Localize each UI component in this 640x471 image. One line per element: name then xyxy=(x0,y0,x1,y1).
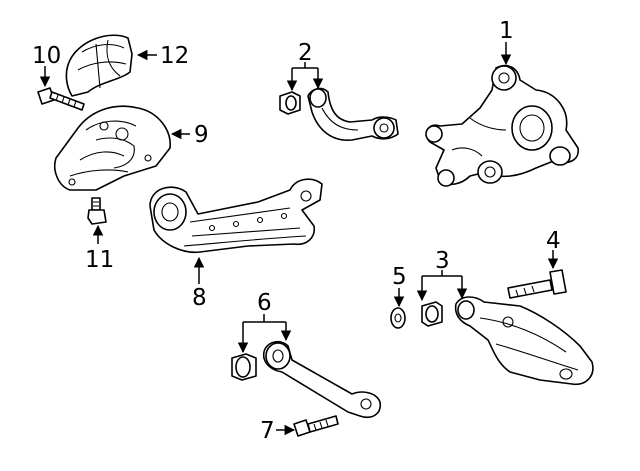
part-9-mount xyxy=(54,105,171,191)
part-7-bolt xyxy=(293,415,339,437)
callout-11: 11 xyxy=(85,247,114,273)
part-10-bolt xyxy=(37,87,85,111)
part-3-lower-arm xyxy=(421,296,594,386)
callout-10: 10 xyxy=(32,43,61,69)
callout-5: 5 xyxy=(392,264,407,290)
leader-lines xyxy=(39,42,559,436)
callout-6: 6 xyxy=(257,290,272,316)
callout-2: 2 xyxy=(298,40,313,66)
part-1-knuckle xyxy=(425,64,579,187)
callout-3: 3 xyxy=(435,248,450,274)
callout-labels: 1 2 3 4 5 6 7 8 9 10 11 12 xyxy=(32,18,561,444)
part-2-arm xyxy=(279,87,399,141)
callout-4: 4 xyxy=(546,228,561,254)
part-12-shield xyxy=(65,34,133,97)
callout-7: 7 xyxy=(260,418,275,444)
part-8-trailing-arm xyxy=(149,178,323,254)
callout-8: 8 xyxy=(192,285,207,311)
part-6-rod xyxy=(231,340,382,418)
callout-9: 9 xyxy=(194,122,209,148)
callout-12: 12 xyxy=(160,43,189,69)
callout-1: 1 xyxy=(499,18,514,44)
part-11-bolt xyxy=(87,197,107,225)
part-5-washer xyxy=(390,307,406,329)
part-4-bolt xyxy=(507,269,567,299)
